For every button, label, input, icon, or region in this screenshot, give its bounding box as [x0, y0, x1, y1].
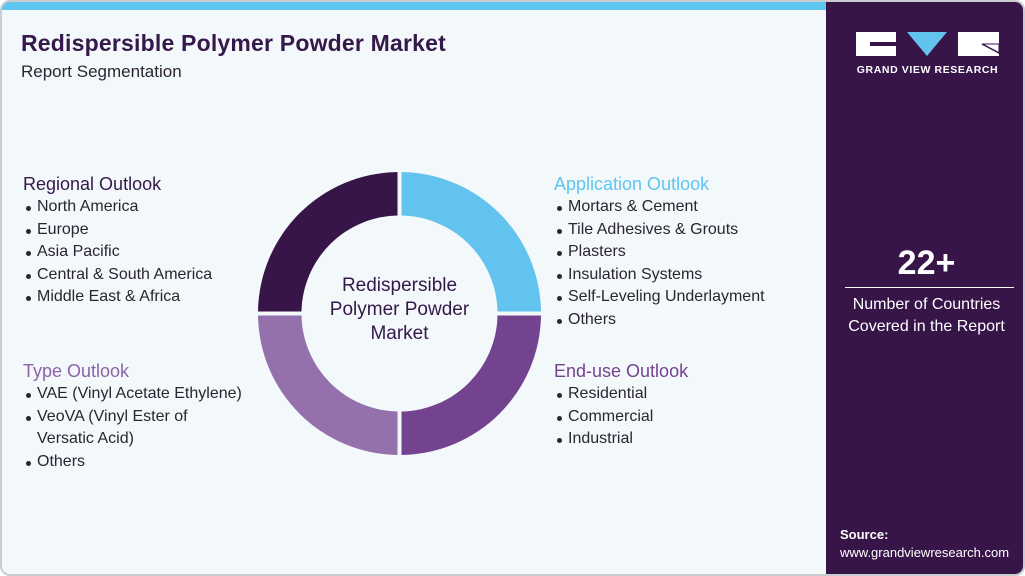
list-item: Mortars & Cement — [554, 196, 765, 219]
countries-label-line: Number of Countries — [852, 296, 1001, 313]
list-item: VeoVA (Vinyl Ester of — [23, 406, 242, 429]
type-outlook-section: Type Outlook VAE (Vinyl Acetate Ethylene… — [23, 360, 242, 473]
list-item: VAE (Vinyl Acetate Ethylene) — [23, 383, 242, 406]
list-item: Central & South America — [23, 264, 212, 287]
list-item: Others — [554, 309, 765, 332]
list-item: Middle East & Africa — [23, 286, 212, 309]
countries-label-line: Covered in the Report — [848, 318, 1005, 335]
application-outlook-section: Application Outlook Mortars & Cement Til… — [554, 173, 765, 332]
donut-center-line: Polymer Powder — [329, 299, 470, 320]
list-item: Residential — [554, 383, 688, 406]
donut-segment-enduse — [401, 315, 541, 455]
list-item: Self-Leveling Underlayment — [554, 286, 765, 309]
brand-sidebar: GRAND VIEW RESEARCH 22+ Number of Countr… — [826, 2, 1023, 574]
source-label: Source: — [840, 527, 889, 542]
list-item-continuation: Versatic Acid) — [37, 430, 134, 448]
donut-center-line: Redispersible — [341, 275, 458, 296]
application-outlook-list: Mortars & Cement Tile Adhesives & Grouts… — [554, 196, 765, 332]
regional-outlook-heading: Regional Outlook — [23, 174, 162, 194]
list-item: Asia Pacific — [23, 241, 212, 264]
list-item: Commercial — [554, 406, 688, 429]
countries-label: Number of Countries Covered in the Repor… — [826, 294, 1023, 338]
donut-segment-type — [258, 315, 398, 455]
donut-segment-regional — [258, 172, 398, 312]
list-item: North America — [23, 196, 212, 219]
donut-chart-graphic — [258, 172, 541, 455]
segmentation-donut: Redispersible Polymer Powder Market — [258, 172, 541, 455]
type-outlook-heading: Type Outlook — [23, 361, 130, 381]
stat-divider — [845, 287, 1014, 288]
enduse-outlook-heading: End-use Outlook — [554, 361, 689, 381]
logo-text: GRAND VIEW RESEARCH — [856, 64, 999, 76]
grand-view-research-logo: GRAND VIEW RESEARCH — [856, 30, 1000, 76]
donut-segment-application — [401, 172, 541, 312]
list-item: Plasters — [554, 241, 765, 264]
list-item: Industrial — [554, 428, 688, 451]
top-accent-bar — [2, 2, 826, 10]
donut-center-label: Redispersible Polymer Powder Market — [258, 274, 541, 346]
list-item: Europe — [23, 219, 212, 242]
enduse-outlook-list: Residential Commercial Industrial — [554, 383, 688, 451]
countries-count: 22+ — [897, 244, 956, 282]
type-outlook-list: VAE (Vinyl Acetate Ethylene) VeoVA (Viny… — [23, 383, 242, 473]
enduse-outlook-section: End-use Outlook Residential Commercial I… — [554, 360, 688, 451]
list-item: Tile Adhesives & Grouts — [554, 219, 765, 242]
regional-outlook-list: North America Europe Asia Pacific Centra… — [23, 196, 212, 309]
donut-center-line: Market — [370, 323, 429, 344]
regional-outlook-section: Regional Outlook North America Europe As… — [23, 173, 212, 309]
list-item: Others — [23, 451, 242, 474]
source-url: www.grandviewresearch.com — [840, 545, 1010, 560]
list-item: Insulation Systems — [554, 264, 765, 287]
page-subtitle: Report Segmentation — [21, 62, 182, 81]
application-outlook-heading: Application Outlook — [554, 174, 710, 194]
page-title: Redispersible Polymer Powder Market — [21, 30, 446, 56]
gvr-logo-icon — [856, 32, 1000, 56]
